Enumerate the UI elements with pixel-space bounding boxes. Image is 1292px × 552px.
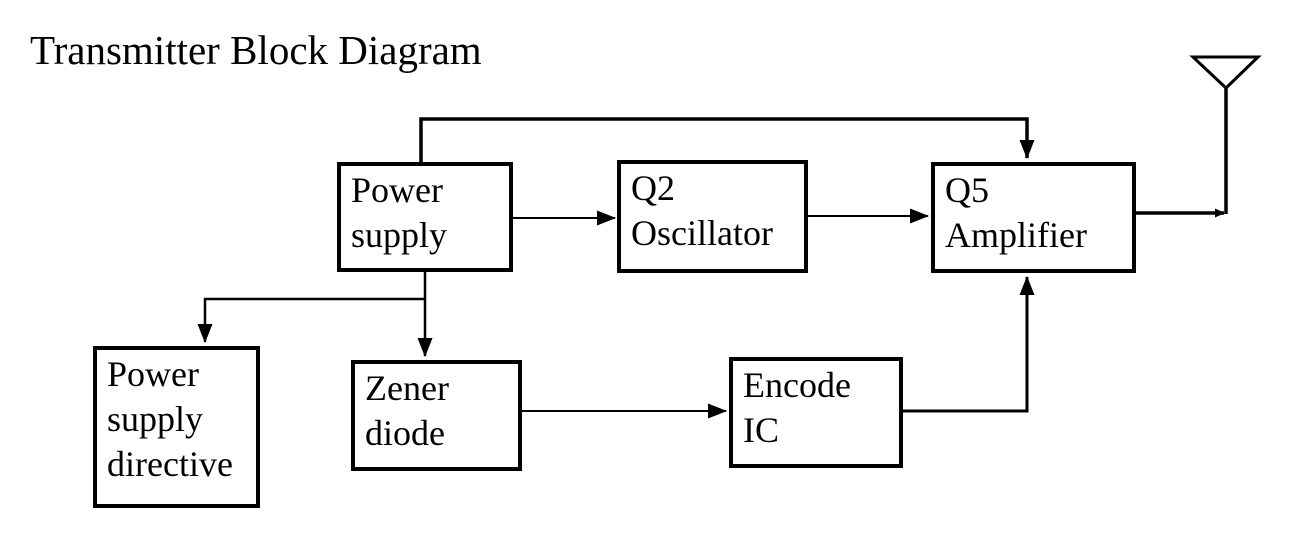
node-q5-amplifier: Q5 Amplifier [931, 162, 1136, 273]
node-q5-amplifier-label: Q5 Amplifier [945, 170, 1087, 255]
edge-power-supply-to-q5-top [419, 117, 1035, 162]
node-encode-ic: Encode IC [729, 357, 903, 468]
edge-encode-to-q5-bottom [903, 276, 1035, 413]
diagram-title: Transmitter Block Diagram [30, 27, 482, 73]
edge-power-supply-to-directive [197, 297, 426, 343]
node-power-supply: Power supply [337, 162, 513, 272]
node-power-supply-directive: Power supply directive [93, 346, 260, 508]
node-zener-diode: Zener diode [351, 360, 522, 471]
node-q2-oscillator: Q2 Oscillator [617, 160, 808, 273]
node-encode-ic-label: Encode IC [743, 365, 851, 450]
antenna-icon [1189, 55, 1262, 91]
node-power-supply-label: Power supply [351, 170, 448, 255]
node-zener-diode-label: Zener diode [365, 368, 449, 453]
node-power-supply-directive-label: Power supply directive [107, 354, 233, 484]
node-q2-oscillator-label: Q2 Oscillator [631, 168, 773, 253]
